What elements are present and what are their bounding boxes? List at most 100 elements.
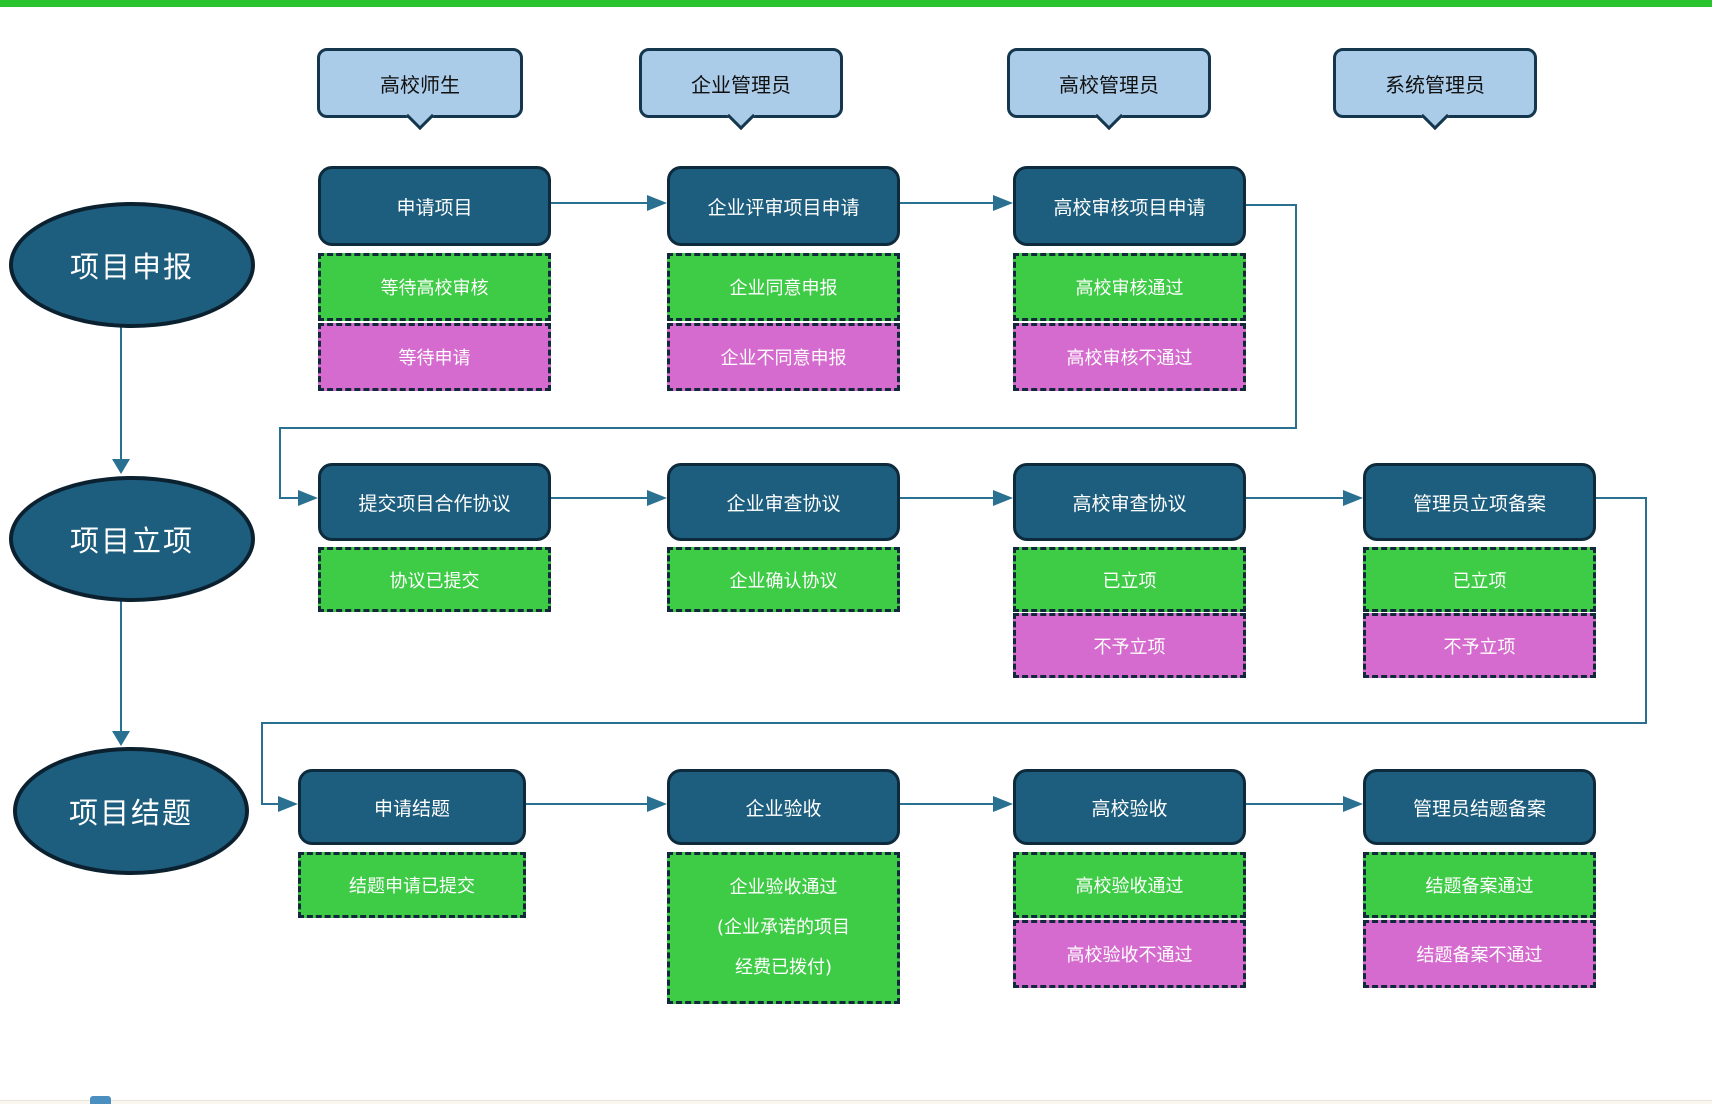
status-label: 已立项	[1452, 570, 1507, 592]
connector-row3-3	[1240, 803, 1343, 805]
status-label: 已立项	[1102, 570, 1157, 592]
status-conclusion-filing-fail: 结题备案不通过	[1363, 920, 1596, 988]
status-label: 结题备案通过	[1425, 876, 1534, 897]
connector-row2-row3-seg3	[261, 722, 1647, 724]
connector-row1-2	[894, 202, 993, 204]
status-university-review-fail: 高校审核不通过	[1013, 323, 1246, 391]
status-label: 结题备案不通过	[1416, 945, 1543, 966]
status-not-approved: 不予立项	[1363, 613, 1596, 678]
status-label: 协议已提交	[389, 570, 480, 592]
connector-phase2-phase3	[120, 594, 122, 732]
step-title: 管理员结题备案	[1412, 797, 1546, 820]
status-approved: 已立项	[1013, 547, 1246, 612]
step-title: 企业评审项目申请	[707, 196, 860, 219]
step-title: 高校审核项目申请	[1053, 196, 1206, 219]
status-conclusion-submitted: 结题申请已提交	[298, 852, 526, 918]
step-enterprise-review-application: 企业评审项目申请	[667, 166, 900, 246]
step-admin-conclusion-filing: 管理员结题备案	[1363, 769, 1596, 845]
status-wait-university-review: 等待高校审核	[318, 253, 551, 321]
step-title: 高校验收	[1091, 797, 1168, 820]
connector-row2-1	[545, 497, 647, 499]
status-enterprise-disagree: 企业不同意申报	[667, 323, 900, 391]
status-label: 企业确认协议	[729, 570, 838, 592]
top-green-bar	[0, 0, 1712, 7]
status-label: 结题申请已提交	[349, 876, 475, 897]
phase-label: 项目结题	[68, 796, 193, 830]
status-approved: 已立项	[1363, 547, 1596, 612]
step-enterprise-review-agreement: 企业审查协议	[667, 463, 900, 541]
connector-row2-2	[894, 497, 993, 499]
connector-row1-row2-seg4	[279, 427, 281, 499]
connector-row2-row3-seg4	[261, 722, 263, 805]
arrowhead-down-icon	[112, 459, 130, 474]
lane-badge-university-staff: 高校师生	[317, 48, 523, 118]
status-label: 企业验收通过 (企业承诺的项目 经费已拨付)	[716, 877, 851, 978]
bottom-strip	[0, 1101, 1712, 1104]
status-label: 高校验收通过	[1075, 876, 1184, 897]
lane-label: 高校管理员	[1059, 72, 1159, 97]
status-label: 不予立项	[1093, 636, 1166, 658]
arrowhead-right-icon	[647, 796, 667, 812]
arrowhead-right-icon	[1343, 796, 1363, 812]
arrowhead-right-icon	[993, 195, 1013, 211]
phase-project-conclusion: 项目结题	[13, 747, 249, 875]
arrowhead-right-icon	[647, 490, 667, 506]
lane-label: 企业管理员	[691, 72, 791, 97]
status-label: 高校审核通过	[1075, 278, 1184, 299]
step-university-review-application: 高校审核项目申请	[1013, 166, 1246, 246]
arrowhead-right-icon	[993, 490, 1013, 506]
arrowhead-right-icon	[278, 796, 298, 812]
step-apply-project: 申请项目	[318, 166, 551, 246]
status-university-review-pass: 高校审核通过	[1013, 253, 1246, 321]
connector-row3-2	[894, 803, 993, 805]
lane-label: 高校师生	[380, 72, 460, 97]
arrowhead-right-icon	[298, 490, 318, 506]
connector-phase1-phase2	[120, 320, 122, 460]
step-admin-approval-filing: 管理员立项备案	[1363, 463, 1596, 541]
status-agreement-submitted: 协议已提交	[318, 547, 551, 612]
step-title: 高校审查协议	[1072, 492, 1187, 515]
step-title: 企业审查协议	[726, 492, 841, 515]
connector-row1-row2-seg3	[279, 427, 1297, 429]
status-label: 企业不同意申报	[720, 348, 847, 369]
step-enterprise-acceptance: 企业验收	[667, 769, 900, 845]
step-university-acceptance: 高校验收	[1013, 769, 1246, 845]
step-title: 管理员立项备案	[1412, 492, 1546, 515]
step-title: 提交项目合作协议	[358, 492, 511, 515]
connector-row2-row3-seg5	[261, 803, 278, 805]
status-label: 等待高校审核	[380, 278, 489, 299]
status-label: 企业同意申报	[729, 278, 838, 299]
connector-row1-1	[545, 202, 647, 204]
status-enterprise-acceptance-pass: 企业验收通过 (企业承诺的项目 经费已拨付)	[667, 852, 900, 1004]
step-university-review-agreement: 高校审查协议	[1013, 463, 1246, 541]
status-label: 等待申请	[398, 348, 471, 369]
step-title: 申请结题	[373, 797, 450, 820]
connector-row2-row3-seg2	[1645, 497, 1647, 724]
bottom-blue-sliver	[90, 1096, 111, 1104]
step-title: 申请项目	[396, 196, 473, 219]
step-apply-conclusion: 申请结题	[298, 769, 526, 845]
lane-badge-system-admin: 系统管理员	[1333, 48, 1537, 118]
phase-project-declaration: 项目申报	[9, 202, 255, 328]
connector-row2-row3-seg1	[1590, 497, 1647, 499]
status-university-acceptance-fail: 高校验收不通过	[1013, 920, 1246, 988]
status-label: 高校验收不通过	[1066, 945, 1193, 966]
phase-project-approval: 项目立项	[9, 476, 255, 602]
connector-row1-row2-seg2	[1295, 204, 1297, 429]
status-enterprise-agree: 企业同意申报	[667, 253, 900, 321]
arrowhead-right-icon	[647, 195, 667, 211]
status-wait-apply: 等待申请	[318, 323, 551, 391]
status-label: 不予立项	[1443, 636, 1516, 658]
bottom-divider	[0, 1100, 1712, 1101]
arrowhead-right-icon	[1343, 490, 1363, 506]
step-submit-cooperation-agreement: 提交项目合作协议	[318, 463, 551, 541]
phase-label: 项目立项	[69, 524, 194, 558]
status-university-acceptance-pass: 高校验收通过	[1013, 852, 1246, 918]
phase-label: 项目申报	[69, 250, 194, 284]
status-enterprise-confirm-agreement: 企业确认协议	[667, 547, 900, 612]
step-title: 企业验收	[745, 797, 822, 820]
status-conclusion-filing-pass: 结题备案通过	[1363, 852, 1596, 918]
lane-badge-university-admin: 高校管理员	[1007, 48, 1211, 118]
connector-row3-1	[520, 803, 647, 805]
